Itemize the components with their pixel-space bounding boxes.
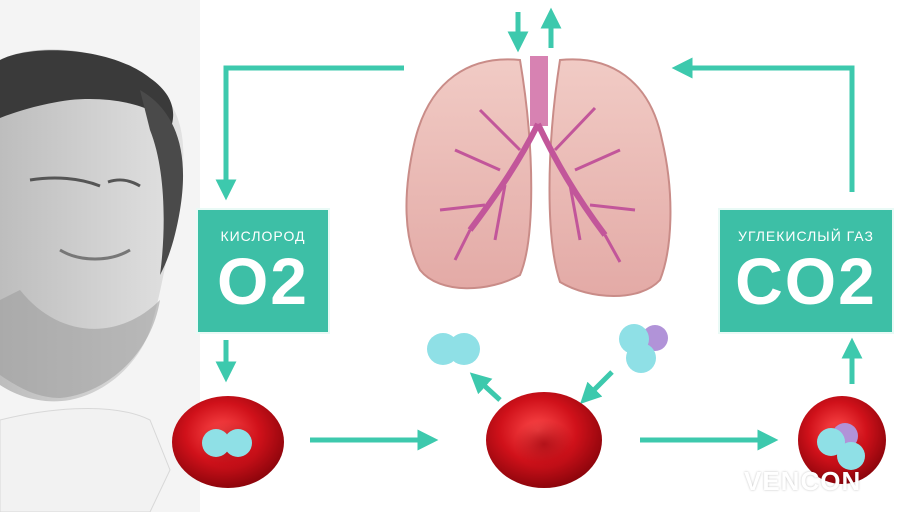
blood-cell-empty — [486, 392, 602, 488]
oxygen-molecule — [427, 333, 480, 365]
carbon-dioxide-caption: УГЛЕКИСЛЫЙ ГАЗ — [720, 228, 892, 244]
blood-cell-with-o2 — [172, 396, 284, 488]
co2-to-lungs-arrow — [680, 68, 852, 192]
carbon-dioxide-molecule — [619, 324, 668, 373]
carbon-dioxide-formula: CO2 — [720, 248, 892, 314]
person-portrait — [0, 0, 200, 512]
oxygen-label-box: КИСЛОРОД O2 — [196, 208, 330, 334]
oxygen-formula: O2 — [198, 248, 328, 314]
brand-logo: VENCON — [744, 466, 861, 497]
carbon-dioxide-label-box: УГЛЕКИСЛЫЙ ГАЗ CO2 — [718, 208, 894, 334]
lungs-to-o2-arrow — [226, 68, 404, 192]
lungs-illustration — [406, 56, 670, 296]
release-o2-arrow — [476, 378, 500, 400]
absorb-co2-arrow — [586, 372, 612, 398]
oxygen-caption: КИСЛОРОД — [198, 228, 328, 244]
brand-logo-text: VENCON — [744, 466, 861, 496]
